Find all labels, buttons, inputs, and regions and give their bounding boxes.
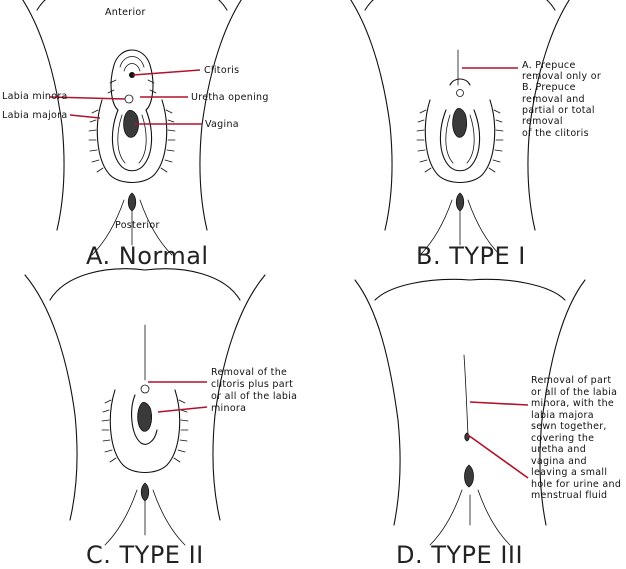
vagina-shape — [123, 110, 139, 138]
panel-a-normal: Anterior Clitoris Labia minora Uretha op… — [2, 0, 269, 270]
urethra-opening-icon — [124, 94, 134, 104]
caption-a: A. Normal — [86, 242, 209, 270]
caption-b: B. TYPE I — [416, 242, 526, 270]
leader-type-3a — [469, 401, 529, 406]
panel-d-type-3: Removal of part or all of the labia mino… — [354, 278, 624, 569]
leader-labia-minora — [49, 96, 126, 100]
label-urethra-opening: Uretha opening — [191, 92, 269, 103]
clitoris-dot — [129, 72, 135, 78]
caption-c: C. TYPE II — [86, 541, 204, 569]
label-vagina: Vagina — [205, 119, 239, 130]
panel-b-type-1: A. Prepuce removal only or B. Prepuce re… — [339, 0, 604, 270]
label-labia-majora: Labia majora — [2, 110, 67, 121]
leader-type-2b — [157, 406, 208, 413]
description-type-3: Removal of part or all of the labia mino… — [531, 375, 624, 501]
orientation-posterior: Posterior — [115, 220, 160, 231]
leader-type-3b — [467, 434, 529, 479]
description-type-1: A. Prepuce removal only or B. Prepuce re… — [522, 60, 604, 139]
leader-clitoris — [132, 69, 201, 76]
leader-labia-majora — [69, 114, 101, 119]
orientation-anterior: Anterior — [105, 7, 146, 18]
caption-d: D. TYPE III — [396, 541, 523, 569]
description-type-2: Removal of the clitoris plus part or all… — [211, 367, 301, 414]
label-labia-minora: Labia minora — [2, 91, 68, 102]
panel-c-type-2: Removal of the clitoris plus part or all… — [24, 268, 301, 569]
label-clitoris: Clitoris — [204, 65, 239, 76]
